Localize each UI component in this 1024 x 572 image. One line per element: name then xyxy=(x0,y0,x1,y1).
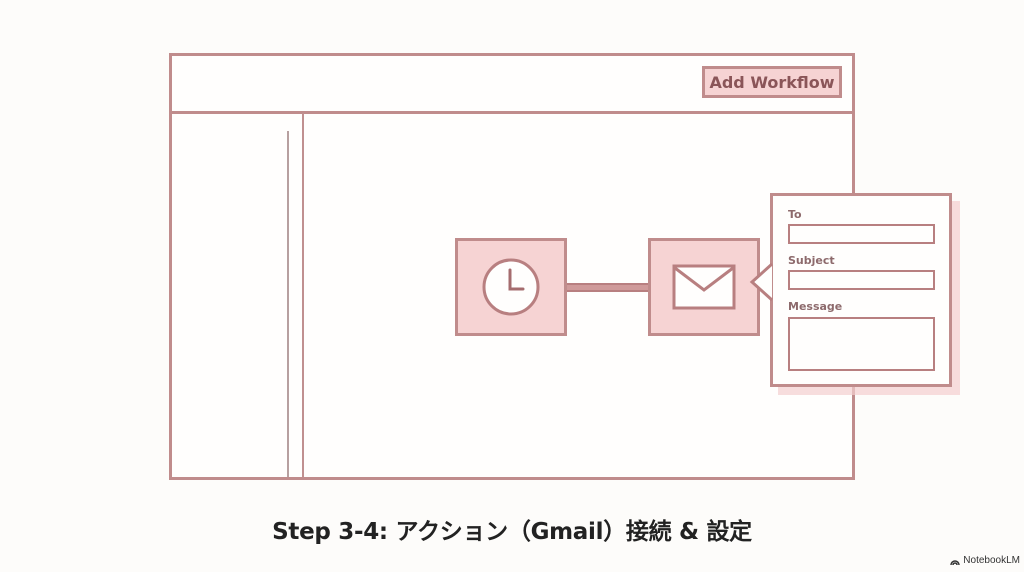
clock-icon xyxy=(482,258,540,316)
step-caption: Step 3-4: アクション（Gmail）接続 & 設定 xyxy=(272,519,752,545)
panel-pointer xyxy=(749,262,773,302)
to-label: To xyxy=(788,208,802,221)
gmail-action-node[interactable] xyxy=(648,238,760,336)
header-divider xyxy=(172,111,852,114)
message-label: Message xyxy=(788,300,843,313)
subject-input[interactable] xyxy=(788,270,935,290)
message-textarea[interactable] xyxy=(788,317,935,371)
to-input[interactable] xyxy=(788,224,935,244)
node-connector xyxy=(566,283,649,292)
watermark: NotebookLM xyxy=(950,555,1020,566)
sidebar-scrollbar[interactable] xyxy=(287,131,289,477)
mail-icon xyxy=(672,264,736,310)
trigger-node[interactable] xyxy=(455,238,567,336)
watermark-text: NotebookLM xyxy=(963,555,1020,566)
add-workflow-button[interactable]: Add Workflow xyxy=(702,66,842,98)
notebooklm-logo-icon xyxy=(950,559,961,565)
subject-label: Subject xyxy=(788,254,835,267)
action-config-panel: To Subject Message xyxy=(770,193,952,387)
sidebar-divider xyxy=(302,113,304,477)
